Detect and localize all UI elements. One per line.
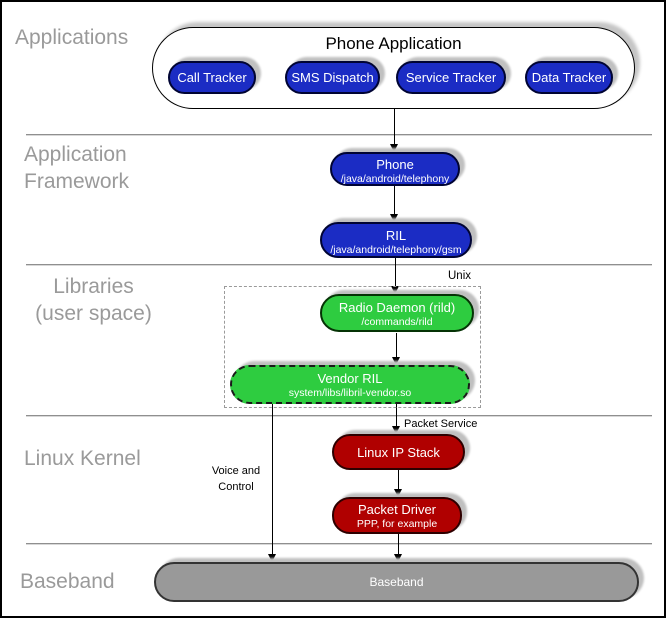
layer-label-applications-line: Applications bbox=[15, 26, 129, 49]
arrowhead-phone bbox=[390, 144, 398, 152]
node-ril-title: RIL bbox=[385, 228, 407, 243]
unix-label: Unix bbox=[448, 270, 472, 282]
arrowhead-radio-daemon bbox=[391, 286, 399, 294]
packet-service-label: Packet Service bbox=[404, 418, 478, 430]
layer-label-libraries-line1: Libraries bbox=[53, 275, 134, 298]
line-phoneapp-to-phone bbox=[394, 109, 395, 149]
layer-label-libraries-line2: (user space) bbox=[35, 302, 152, 325]
layer-label-libraries: Libraries (user space) bbox=[16, 273, 171, 327]
arrowhead-vendor-ril bbox=[392, 357, 400, 365]
node-sms-dispatch-label: SMS Dispatch bbox=[291, 70, 374, 85]
node-phone: Phone /java/android/telephony bbox=[330, 152, 460, 186]
node-call-tracker: Call Tracker bbox=[168, 61, 256, 94]
line-ril-to-radiodaemon bbox=[395, 258, 396, 291]
node-data-tracker: Data Tracker bbox=[525, 61, 613, 94]
voice-and-control-label: Voice and Control bbox=[202, 463, 270, 495]
layer-label-linux-kernel: Linux Kernel bbox=[24, 445, 141, 472]
node-linux-ip-stack: Linux IP Stack bbox=[332, 434, 465, 470]
node-radio-daemon-title: Radio Daemon (rild) bbox=[338, 300, 456, 315]
arrowhead-baseband-voice bbox=[268, 554, 276, 562]
voice-and-control-line2: Control bbox=[218, 481, 254, 493]
node-radio-daemon: Radio Daemon (rild) /commands/rild bbox=[320, 294, 474, 332]
node-ril-subtitle: /java/android/telephony/gsm bbox=[330, 244, 462, 256]
node-phone-application: Phone Application Call Tracker SMS Dispa… bbox=[152, 27, 635, 109]
line-packetdriver-to-baseband bbox=[398, 534, 399, 555]
separator-libraries-kernel bbox=[26, 415, 652, 417]
line-voice-control-to-baseband bbox=[272, 404, 273, 555]
layer-label-kernel-line: Linux Kernel bbox=[24, 447, 141, 470]
layer-label-applications: Applications bbox=[15, 24, 128, 51]
node-radio-daemon-subtitle: /commands/rild bbox=[361, 316, 433, 328]
node-baseband-title: Baseband bbox=[369, 575, 424, 589]
node-baseband: Baseband bbox=[154, 562, 639, 602]
node-call-tracker-label: Call Tracker bbox=[177, 70, 247, 85]
node-phone-subtitle: /java/android/telephony bbox=[340, 173, 450, 185]
node-vendor-ril-subtitle: system/libs/libril-vendor.so bbox=[288, 387, 412, 399]
layer-label-baseband: Baseband bbox=[20, 568, 115, 595]
node-sms-dispatch: SMS Dispatch bbox=[285, 61, 380, 94]
node-phone-application-title: Phone Application bbox=[325, 34, 462, 53]
line-radiodaemon-to-vendorril bbox=[396, 333, 397, 362]
separator-framework-libraries bbox=[26, 264, 652, 266]
line-phone-to-ril bbox=[394, 186, 395, 219]
node-service-tracker-label: Service Tracker bbox=[405, 70, 497, 85]
arrowhead-packet-driver bbox=[394, 489, 402, 497]
layer-label-framework-line1: Application bbox=[24, 143, 127, 166]
arrowhead-linux-ip-stack bbox=[392, 426, 400, 434]
node-vendor-ril-title: Vendor RIL bbox=[317, 371, 383, 386]
layer-label-baseband-line: Baseband bbox=[20, 570, 115, 593]
voice-and-control-line1: Voice and bbox=[211, 465, 261, 477]
line-ipstack-to-packetdriver bbox=[398, 470, 399, 494]
layer-label-application-framework: Application Framework bbox=[24, 141, 129, 195]
arrowhead-baseband-packet bbox=[394, 554, 402, 562]
node-linux-ip-stack-title: Linux IP Stack bbox=[357, 444, 440, 460]
node-packet-driver-subtitle: PPP, for example bbox=[356, 518, 438, 530]
node-packet-driver-title: Packet Driver bbox=[357, 502, 437, 517]
layer-label-framework-line2: Framework bbox=[24, 170, 130, 193]
node-packet-driver: Packet Driver PPP, for example bbox=[332, 497, 462, 534]
node-ril: RIL /java/android/telephony/gsm bbox=[320, 222, 472, 258]
unix-dashed-box bbox=[224, 286, 481, 408]
separator-kernel-baseband bbox=[26, 543, 652, 545]
node-phone-title: Phone bbox=[376, 157, 414, 172]
line-vendorril-to-ipstack bbox=[396, 404, 397, 431]
separator-applications-framework bbox=[26, 134, 652, 136]
node-data-tracker-label: Data Tracker bbox=[531, 70, 607, 85]
arrowhead-ril bbox=[390, 214, 398, 222]
node-vendor-ril: Vendor RIL system/libs/libril-vendor.so bbox=[230, 365, 470, 404]
node-service-tracker: Service Tracker bbox=[396, 61, 506, 94]
